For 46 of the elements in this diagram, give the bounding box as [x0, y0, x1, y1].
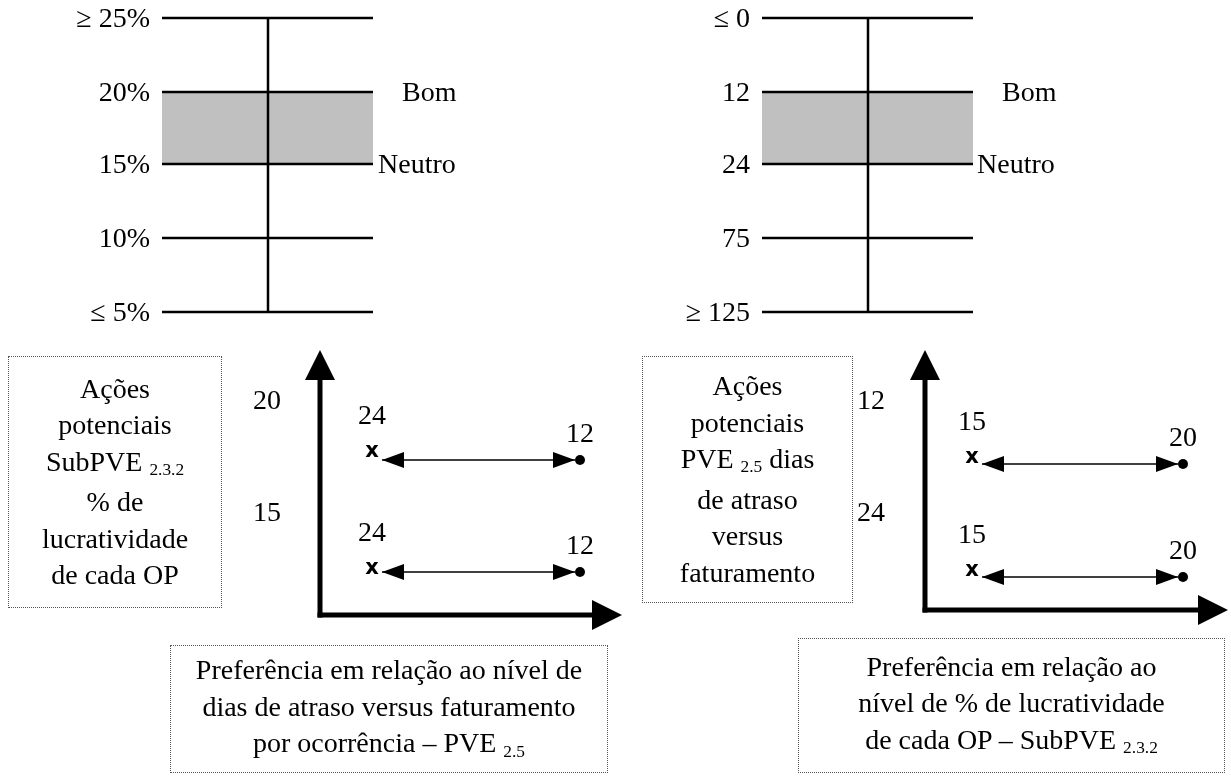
scale-label: ≥ 125 [684, 295, 750, 329]
scale-label: 24 [857, 495, 885, 529]
value-label: 24 [357, 398, 387, 432]
dotted-text-box [8, 356, 222, 608]
value-label: 15 [957, 404, 987, 438]
dot-marker [575, 567, 585, 577]
scale-label: 75 [721, 221, 750, 255]
box-text: Ações potenciais PVE $_{2.5}$ dias de atraso versus faturamento [678, 369, 817, 590]
scale-label: 15% [97, 147, 150, 181]
cross-marker: x [362, 437, 382, 463]
scale-label: 15 [253, 495, 281, 529]
scale-label: 12 [721, 75, 750, 109]
cross-marker: x [962, 443, 982, 469]
value-label: 12 [565, 416, 595, 450]
value-label: 24 [357, 515, 387, 549]
dotted-text-box [642, 356, 853, 603]
double-arrow [981, 456, 1179, 472]
scale-label: 20% [97, 75, 150, 109]
double-arrow [381, 564, 576, 580]
value-label: 20 [1168, 533, 1198, 567]
cross-marker: x [962, 556, 982, 582]
dotted-text-box [170, 645, 608, 773]
scale-label: ≥ 25% [75, 1, 150, 35]
box-text: Preferência em relação ao nível de % de lucratividade de cada OP – SubPVE $_{2.3.2}$ [857, 649, 1166, 760]
dotted-text-box [798, 638, 1225, 773]
dot-marker [575, 455, 585, 465]
double-arrow [381, 452, 576, 468]
cross-marker: x [362, 554, 382, 580]
scale-label: Bom [402, 75, 457, 109]
scale-label: ≤ 5% [89, 295, 150, 329]
scale-label: ≤ 0 [712, 1, 750, 35]
box-text: Preferência em relação ao nível de dias de atraso versus faturamento por ocorrência – PVE $_{2.5}$ [194, 653, 584, 763]
scale-label: 10% [97, 221, 150, 255]
double-arrow [981, 569, 1179, 585]
scale-label: 12 [857, 383, 885, 417]
value-label: 15 [957, 517, 987, 551]
value-label: 12 [565, 528, 595, 562]
dot-marker [1178, 459, 1188, 469]
value-label: 20 [1168, 420, 1198, 454]
scale-label: 24 [721, 147, 750, 181]
scale-label: Neutro [977, 147, 1055, 181]
scale-label: Neutro [378, 147, 456, 181]
box-text: Ações potenciais SubPVE $_{2.3.2}$ % de lucratividade de cada OP [40, 371, 190, 592]
scale-label: Bom [1002, 75, 1057, 109]
dot-marker [1178, 572, 1188, 582]
scale-label: 20 [253, 383, 281, 417]
